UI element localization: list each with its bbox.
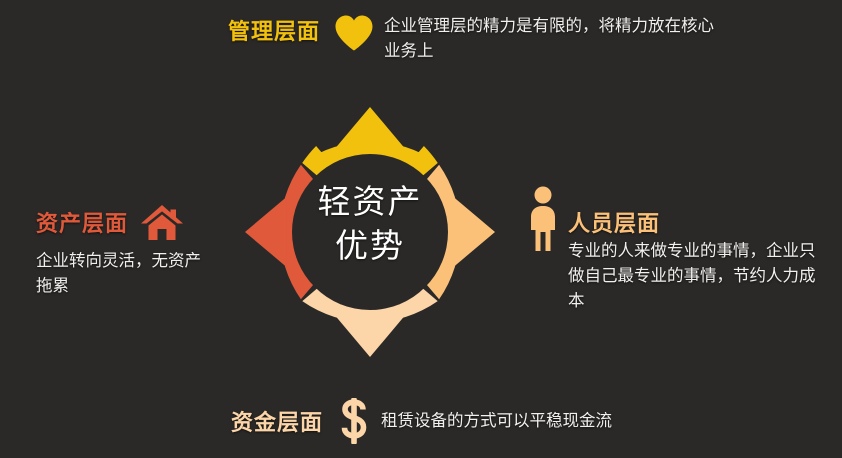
callout-funds-description: 租赁设备的方式可以平稳现金流 (381, 411, 613, 430)
callout-management-description: 企业管理层的精力是有限的，将精力放在核心业务上 (384, 17, 715, 60)
callout-people-label: 人员层面 (568, 211, 661, 236)
person-icon (526, 186, 560, 252)
house-icon (140, 202, 184, 242)
callout-asset[interactable]: 资产层面 企业转向灵活，无资产拖累 (36, 202, 236, 299)
ring-hub (292, 154, 448, 310)
callout-management[interactable]: 管理层面 企业管理层的精力是有限的，将精力放在核心业务上 (228, 14, 714, 64)
callout-management-label: 管理层面 (228, 19, 321, 44)
ring-arrow-tip-bottom (335, 315, 405, 357)
callout-asset-label: 资产层面 (36, 211, 129, 236)
ring-arrow-tip-left (245, 197, 287, 267)
callout-people-description: 专业的人来做专业的事情，企业只做自己最专业的事情，节约人力成本 (568, 242, 816, 310)
dollar-icon (339, 398, 369, 444)
callout-funds-label: 资金层面 (231, 410, 324, 435)
ring-arrow-tip-right (453, 197, 495, 267)
callout-funds[interactable]: 资金层面 租赁设备的方式可以平稳现金流 (231, 398, 612, 444)
heart-icon (334, 14, 374, 52)
callout-asset-description: 企业转向灵活，无资产拖累 (36, 252, 201, 295)
callout-people[interactable]: 人员层面 专业的人来做专业的事情，企业只做自己最专业的事情，节约人力成本 (526, 186, 826, 314)
ring-arrow-tip-top (335, 107, 405, 149)
